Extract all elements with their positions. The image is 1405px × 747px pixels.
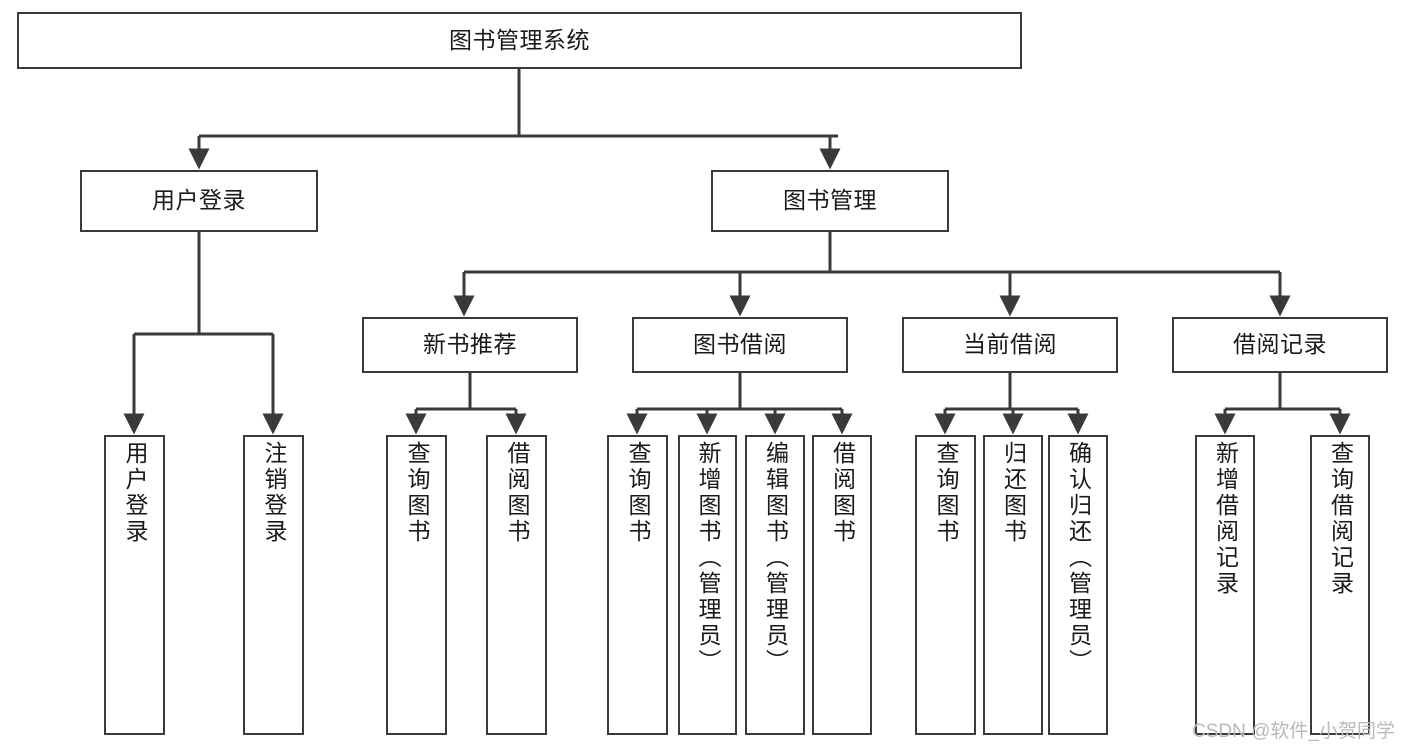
node-leaf-edit-book[interactable]: 编辑图书（管理员） [745,435,805,735]
node-leaf-borrow-book-label: 借阅图书 [829,441,856,545]
node-leaf-query-book-borrow[interactable]: 查询图书 [607,435,668,735]
node-user-login[interactable]: 用户登录 [80,170,318,232]
node-borrow-record-label: 借阅记录 [1233,331,1327,358]
node-root[interactable]: 图书管理系统 [17,12,1022,69]
root-to-level2-connectors [188,69,841,170]
node-leaf-add-borrow-record[interactable]: 新增借阅记录 [1195,435,1255,735]
node-leaf-add-book[interactable]: 新增图书（管理员） [678,435,737,735]
borrow-record-connectors [1214,373,1351,435]
node-leaf-return-book-label: 归还图书 [1000,441,1027,545]
node-borrow-record[interactable]: 借阅记录 [1172,317,1388,373]
node-leaf-confirm-return-label: 确认归还（管理员） [1065,441,1092,675]
node-leaf-borrow-book[interactable]: 借阅图书 [812,435,872,735]
new-book-recommend-connectors [405,373,527,435]
node-leaf-query-book-borrow-label: 查询图书 [625,441,651,545]
node-leaf-borrow-book-recommend-label: 借阅图书 [504,441,530,545]
node-current-borrow-label: 当前借阅 [963,331,1057,358]
node-leaf-edit-book-label: 编辑图书（管理员） [762,441,789,675]
node-leaf-query-borrow-record[interactable]: 查询借阅记录 [1310,435,1370,735]
node-leaf-confirm-return[interactable]: 确认归还（管理员） [1048,435,1108,735]
csdn-watermark: CSDN @软件_小贺同学 [1192,721,1395,742]
node-leaf-query-borrow-record-label: 查询借阅记录 [1327,441,1354,597]
node-user-login-label: 用户登录 [152,187,246,214]
current-borrow-connectors [934,373,1089,435]
node-new-book-recommend[interactable]: 新书推荐 [362,317,578,373]
node-leaf-user-login[interactable]: 用户登录 [104,435,165,735]
book-borrow-connectors [626,373,853,435]
node-root-label: 图书管理系统 [449,26,590,53]
node-book-borrow[interactable]: 图书借阅 [632,317,848,373]
user-login-connectors [123,232,284,435]
node-book-borrow-label: 图书借阅 [693,331,787,358]
node-leaf-logout[interactable]: 注销登录 [243,435,304,735]
node-leaf-query-book-current[interactable]: 查询图书 [915,435,976,735]
node-current-borrow[interactable]: 当前借阅 [902,317,1118,373]
book-management-connectors [453,232,1291,317]
node-leaf-return-book[interactable]: 归还图书 [983,435,1043,735]
node-leaf-logout-label: 注销登录 [261,441,287,545]
node-leaf-add-borrow-record-label: 新增借阅记录 [1212,441,1239,597]
node-leaf-user-login-label: 用户登录 [122,441,148,545]
node-leaf-add-book-label: 新增图书（管理员） [695,441,721,675]
node-book-management-label: 图书管理 [783,187,877,214]
node-leaf-query-book-recommend-label: 查询图书 [404,441,430,545]
node-leaf-query-book-recommend[interactable]: 查询图书 [386,435,447,735]
node-leaf-query-book-current-label: 查询图书 [933,441,959,545]
node-leaf-borrow-book-recommend[interactable]: 借阅图书 [486,435,547,735]
node-book-management[interactable]: 图书管理 [711,170,949,232]
node-new-book-recommend-label: 新书推荐 [423,331,517,358]
